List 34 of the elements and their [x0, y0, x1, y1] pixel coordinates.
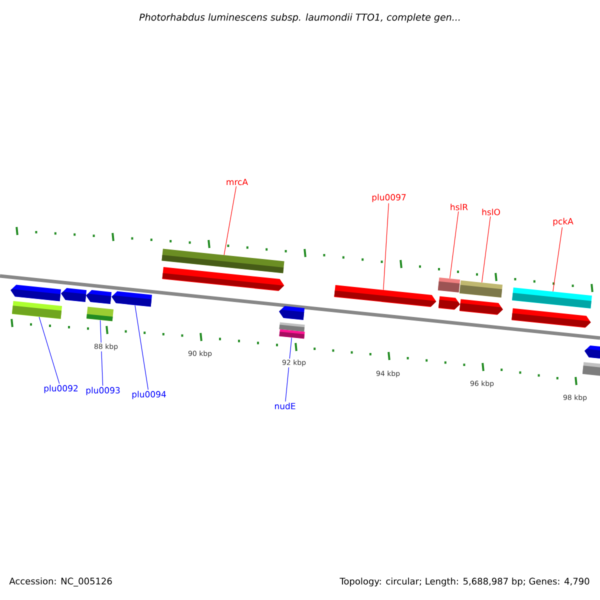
gene-block: [61, 288, 87, 302]
gene-label: nudE: [275, 402, 296, 410]
gene-label: plu0093: [86, 386, 120, 396]
leader-line: [383, 203, 389, 290]
leader-line: [450, 211, 459, 279]
gene-block: [279, 329, 305, 339]
leader-line: [552, 227, 563, 292]
leader-line: [134, 305, 148, 390]
leader-line: [482, 216, 491, 283]
gene-label: mrcA: [226, 178, 248, 186]
title: Photorhabdus luminescens subsp. laumondii TTO1, complete gen...: [139, 13, 460, 23]
gene-block: [459, 280, 503, 298]
info-text: Topology: circular; Length: 5,688,987 bp; Genes: 4,790: [340, 578, 590, 586]
gene-block: [86, 290, 112, 304]
gene-block: [512, 287, 592, 309]
gene-label: pckA: [553, 218, 574, 226]
gene-label: plu0092: [44, 384, 78, 394]
gene-label: hslR: [450, 204, 468, 210]
leader-line: [224, 186, 237, 256]
accession-text: Accession: NC_005126: [9, 578, 112, 586]
gene-label: plu0094: [132, 390, 166, 400]
gene-label: plu0097: [372, 194, 406, 202]
gene-block: [438, 296, 460, 310]
gene-label: hslO: [482, 208, 500, 216]
gene-block: [512, 308, 591, 328]
gene-block: [584, 345, 600, 359]
gene-block: [162, 267, 284, 291]
leader-line: [38, 316, 60, 384]
gene-block: [112, 291, 152, 307]
gene-block: [582, 362, 600, 376]
gene-block: [12, 301, 62, 319]
gene-block: [86, 306, 114, 322]
gene-block: [438, 277, 460, 293]
gene-block: [279, 306, 305, 320]
